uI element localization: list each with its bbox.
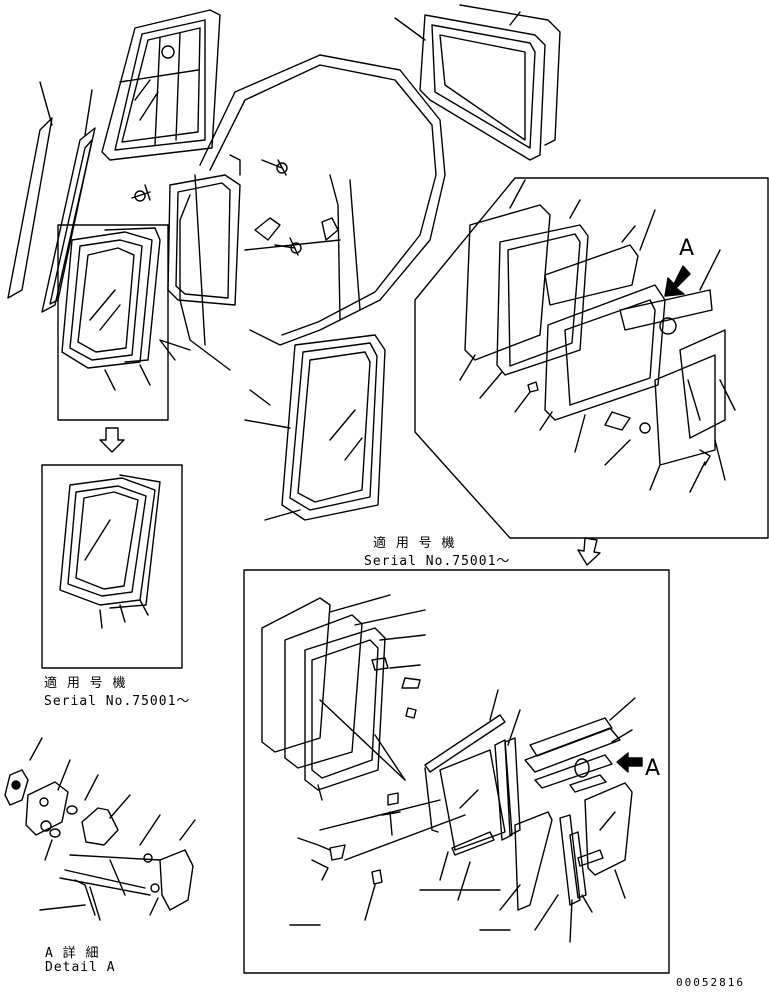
detail-a-jp-label: A 詳 細 (45, 946, 100, 961)
side-glass-sheets (7, 81, 96, 313)
roof-window-left (101, 9, 221, 161)
door-window-box (57, 224, 169, 421)
main-serial-note: Serial No.75001〜 (364, 554, 511, 569)
callout-label-lower: A (645, 756, 662, 781)
left-applicable-model-label: 適 用 号 機 (44, 676, 127, 691)
right-window-parts (459, 179, 736, 493)
main-applicable-model-label: 適 用 号 機 (373, 536, 456, 551)
drawing-number: 00052816 (676, 976, 745, 989)
callout-label-upper: A (679, 236, 696, 261)
detail-a-parts (4, 737, 196, 921)
cab-frame (159, 54, 446, 371)
serial-detail-box (41, 464, 183, 669)
door-window-seals (61, 227, 161, 391)
down-arrow-right (577, 537, 601, 566)
door-glass (244, 334, 386, 521)
serial-detail-seals (59, 474, 161, 629)
bottom-explode-box (243, 569, 670, 974)
bolts-top (131, 159, 302, 256)
bottom-window-parts (261, 594, 636, 943)
right-explode-box (414, 177, 769, 539)
callout-arrow-upper (664, 265, 691, 297)
rear-window-top (394, 4, 561, 161)
detail-a-en-label: Detail A (45, 960, 116, 975)
down-arrow-left (99, 427, 125, 453)
callout-arrow-lower (616, 752, 643, 773)
left-serial-note: Serial No.75001〜 (44, 694, 191, 709)
